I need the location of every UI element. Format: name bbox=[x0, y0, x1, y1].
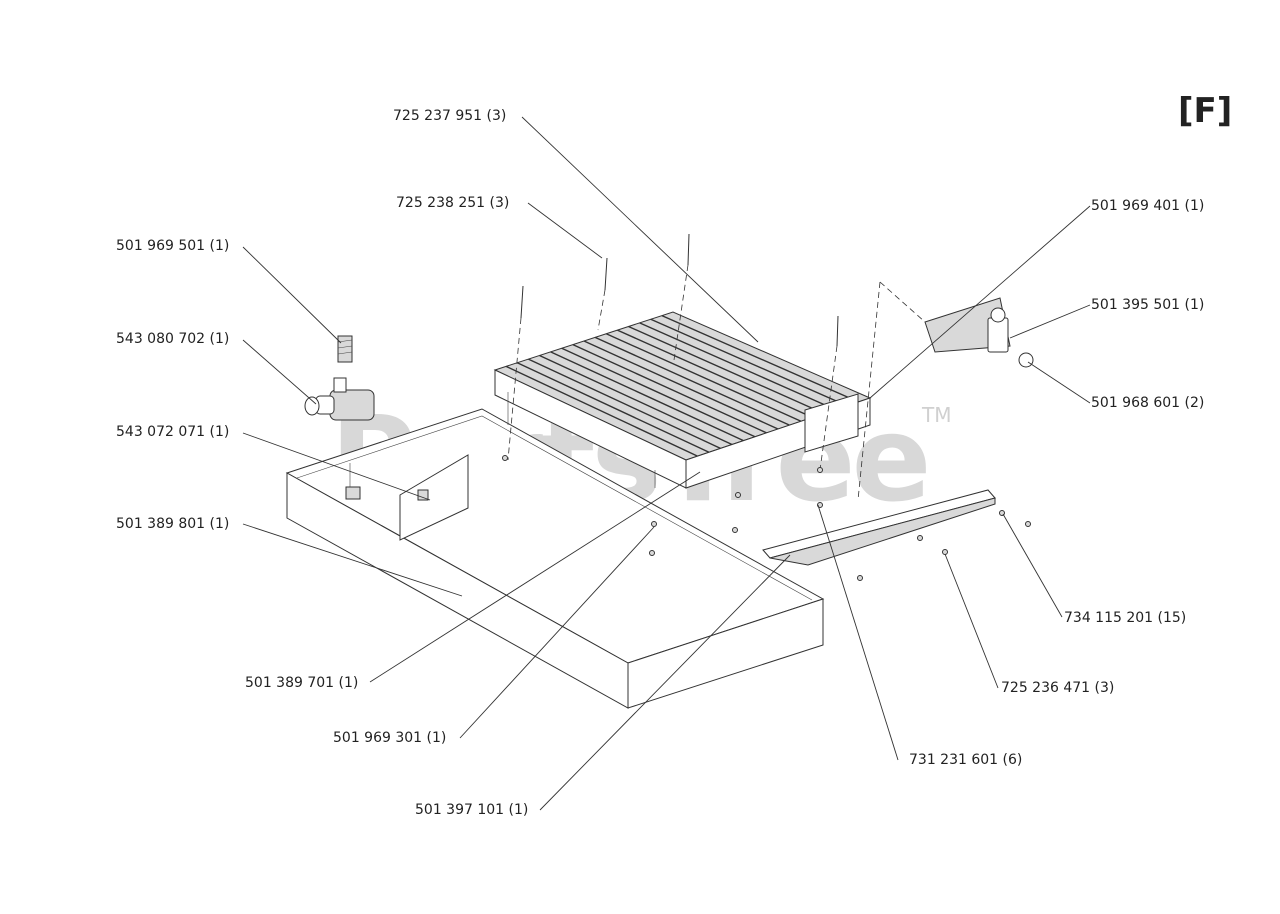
callout-543-072-071: 543 072 071 (1) bbox=[116, 424, 229, 440]
callout-501-968-601: 501 968 601 (2) bbox=[1091, 395, 1204, 411]
view-label: [F] bbox=[1178, 91, 1232, 131]
table-slat bbox=[539, 354, 733, 446]
watermark-trademark: TM bbox=[921, 403, 951, 427]
leader-lines bbox=[242, 116, 1091, 811]
table-slat bbox=[628, 325, 825, 415]
callout-501-395-501: 501 395 501 (1) bbox=[1091, 297, 1204, 313]
table-slat bbox=[650, 318, 848, 407]
table-slat bbox=[583, 340, 779, 430]
table-slat bbox=[528, 358, 721, 450]
spring bbox=[337, 335, 353, 363]
fasteners bbox=[502, 455, 1031, 581]
table-slat bbox=[572, 343, 767, 434]
callout-501-397-101: 501 397 101 (1) bbox=[415, 802, 528, 818]
pump bbox=[304, 377, 375, 421]
slatted-table bbox=[493, 311, 872, 489]
table-slat bbox=[605, 333, 802, 422]
water-tray bbox=[285, 408, 825, 709]
table-slat bbox=[550, 351, 744, 442]
table-slat bbox=[516, 362, 710, 453]
table-slat bbox=[661, 314, 859, 403]
callout-731-231-601: 731 231 601 (6) bbox=[909, 752, 1022, 768]
table-slat bbox=[561, 347, 756, 438]
callout-501-969-401: 501 969 401 (1) bbox=[1091, 198, 1204, 214]
callout-501-389-801: 501 389 801 (1) bbox=[116, 516, 229, 532]
callout-725-238-251: 725 238 251 (3) bbox=[396, 195, 509, 211]
callout-734-115-201: 734 115 201 (15) bbox=[1064, 610, 1186, 626]
table-slat bbox=[505, 365, 698, 457]
bolts bbox=[507, 233, 839, 471]
table-slat bbox=[639, 322, 836, 411]
callout-543-080-702: 543 080 702 (1) bbox=[116, 331, 229, 347]
callout-labels: 725 237 951 (3) 725 238 251 (3) 501 969 … bbox=[116, 108, 1204, 818]
callout-501-969-501: 501 969 501 (1) bbox=[116, 238, 229, 254]
table-slat bbox=[594, 336, 790, 426]
table-slat bbox=[617, 329, 813, 419]
guide-rail bbox=[762, 489, 996, 566]
callout-725-237-951: 725 237 951 (3) bbox=[393, 108, 506, 124]
callout-501-389-701: 501 389 701 (1) bbox=[245, 675, 358, 691]
callout-501-969-301: 501 969 301 (1) bbox=[333, 730, 446, 746]
callout-725-236-471: 725 236 471 (3) bbox=[1001, 680, 1114, 696]
